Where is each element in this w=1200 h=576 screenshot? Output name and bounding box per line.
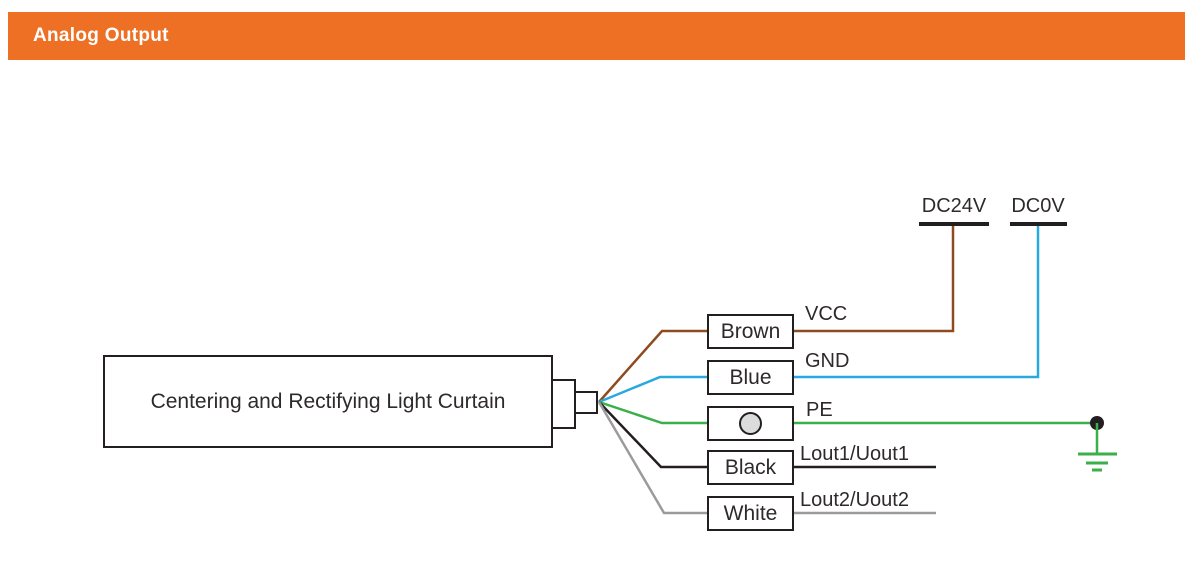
wire-label-box-pe <box>707 406 794 441</box>
signal-label-pe: PE <box>806 399 833 421</box>
signal-label-lout2: Lout2/Uout2 <box>800 489 909 511</box>
header-bar: Analog Output <box>8 12 1185 60</box>
wire-blue <box>598 226 1040 404</box>
signal-label-gnd: GND <box>805 350 850 372</box>
wire-brown <box>598 226 955 403</box>
wire-green <box>598 400 1097 425</box>
wire-black <box>598 401 936 469</box>
signal-label-vcc: VCC <box>805 303 848 325</box>
wire-label: Black <box>724 455 777 479</box>
wire-label-box-white: White <box>707 496 794 531</box>
signal-label-lout1: Lout1/Uout1 <box>800 443 909 465</box>
page-title: Analog Output <box>33 25 169 46</box>
power-label-dc0v: DC0V <box>1011 195 1065 217</box>
wire-label: Brown <box>720 319 781 343</box>
wire-label-box-blue: Blue <box>707 360 794 395</box>
wire-label-box-black: Black <box>707 450 794 485</box>
earth-ground-icon <box>1078 423 1117 472</box>
device-label: Centering and Rectifying Light Curtain <box>150 389 506 413</box>
pe-circle-symbol <box>739 412 762 435</box>
terminal-bar-dc0v <box>1010 222 1067 226</box>
power-label-dc24v: DC24V <box>921 195 987 217</box>
device-box: Centering and Rectifying Light Curtain <box>103 355 553 448</box>
wire-label-box-brown: Brown <box>707 314 794 349</box>
terminal-bar-dc24v <box>919 222 989 226</box>
wire-label: White <box>723 501 778 525</box>
connector-neck-outer <box>551 379 576 429</box>
wire-label: Blue <box>729 365 772 389</box>
connector-neck-inner <box>574 391 598 414</box>
wire-white <box>597 401 936 515</box>
